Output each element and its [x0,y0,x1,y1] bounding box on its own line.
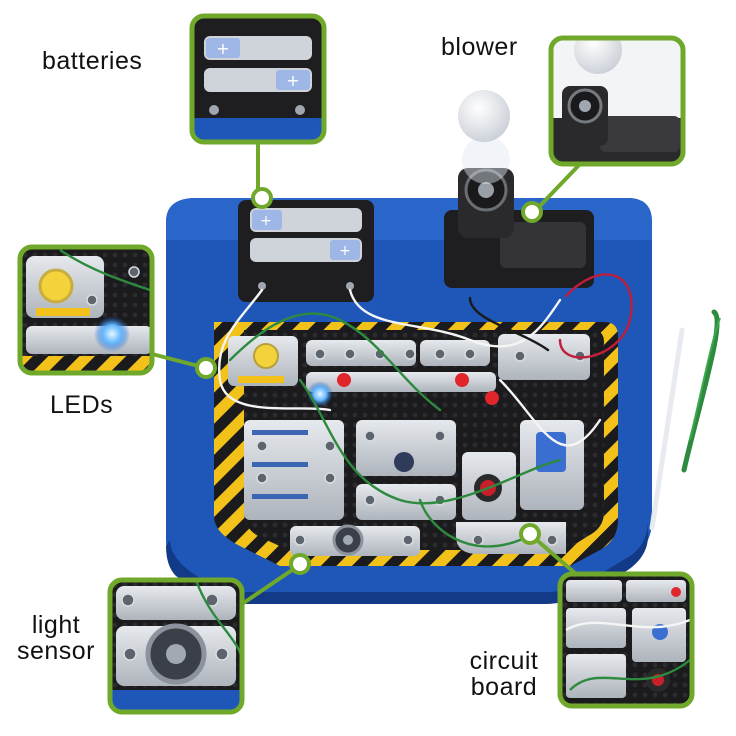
label-circuit-board: circuit board [452,648,556,701]
inset-circuit-board [557,571,695,709]
svg-text:+: + [339,243,351,259]
svg-text:+: + [260,213,272,229]
label-blower: blower [441,33,518,61]
label-light-sensor-line-2: sensor [16,637,96,666]
snap-connectors [256,348,586,546]
inset-leds [17,244,155,376]
label-light-sensor-line-1: light [31,611,81,639]
svg-text:+: + [216,39,229,58]
callout-anchor-dots [195,187,543,575]
label-leds: LEDs [50,391,114,419]
callout-connectors [151,142,582,606]
label-batteries: batteries [42,47,143,75]
inset-batteries: + + [189,13,327,145]
inset-blower [548,35,686,167]
battery-holder: + + [238,200,374,302]
label-circuit-board-line-1: circuit [469,647,539,675]
probe-tools [649,309,721,531]
wires [217,273,633,548]
blower-module [444,90,594,288]
svg-text:+: + [286,71,299,90]
label-circuit-board-line-2: board [470,673,538,702]
inset-light-sensor [107,577,245,715]
label-light-sensor: light sensor [4,612,108,665]
